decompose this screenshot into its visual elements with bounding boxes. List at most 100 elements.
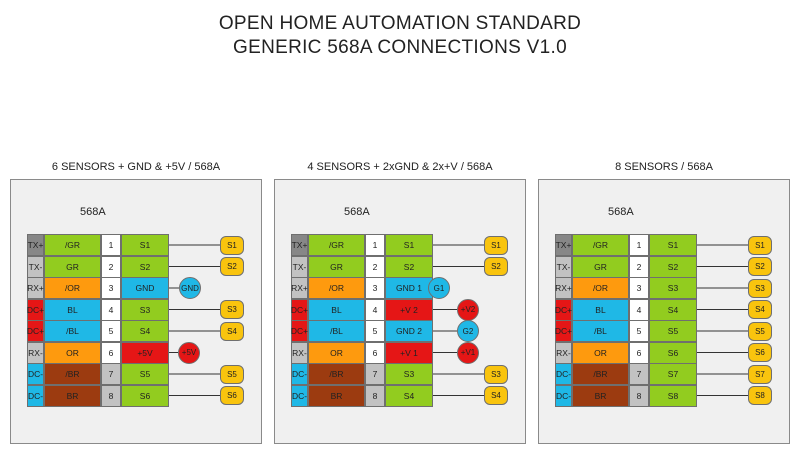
wire-color-cell: BL (44, 298, 101, 321)
wire-color-cell: OR (44, 341, 101, 364)
signal-cell: RX+ (27, 277, 44, 299)
title-line-2: GENERIC 568A CONNECTIONS V1.0 (233, 37, 567, 58)
pin-number-cell: 8 (629, 384, 649, 407)
pin-number-cell: 6 (629, 341, 649, 364)
signal-cell: DC- (27, 384, 44, 407)
page-title: OPEN HOME AUTOMATION STANDARD GENERIC 56… (0, 12, 800, 60)
pin-number-cell: 5 (629, 320, 649, 342)
wire-color-cell: /BR (308, 363, 365, 385)
function-cell: S7 (649, 363, 697, 385)
sensor-terminal-badge: S2 (220, 257, 244, 276)
function-cell: S4 (649, 298, 697, 321)
wire-color-cell: /BR (44, 363, 101, 385)
function-cell: S4 (121, 320, 169, 342)
pin-number-cell: 5 (101, 320, 121, 342)
pin-number-cell: 4 (629, 298, 649, 321)
wire-color-cell: /BL (308, 320, 365, 342)
sensor-terminal-badge: S3 (748, 278, 772, 298)
signal-cell: TX+ (555, 234, 572, 256)
wire-color-cell: /GR (572, 234, 629, 256)
signal-cell: DC+ (291, 298, 308, 321)
function-cell: GND 1 (385, 277, 433, 299)
function-cell: S5 (649, 320, 697, 342)
function-cell: GND (121, 277, 169, 299)
signal-cell: DC+ (555, 320, 572, 342)
wire-color-cell: BR (44, 384, 101, 407)
signal-cell: TX- (27, 255, 44, 278)
sensor-terminal-badge: S2 (484, 257, 508, 276)
pin-number-cell: 1 (101, 234, 121, 256)
signal-cell: DC- (27, 363, 44, 385)
signal-cell: TX+ (27, 234, 44, 256)
signal-cell: DC+ (27, 320, 44, 342)
sensor-terminal-badge: S4 (748, 300, 772, 319)
pin-number-cell: 7 (365, 363, 385, 385)
pin-number-cell: 7 (629, 363, 649, 385)
standard-label: 568A (608, 206, 634, 218)
pin-number-cell: 1 (629, 234, 649, 256)
pin-number-cell: 4 (365, 298, 385, 321)
sensor-terminal-badge: S1 (220, 235, 244, 255)
ground-terminal-badge: G2 (457, 320, 479, 342)
function-cell: S2 (121, 255, 169, 278)
function-cell: S1 (649, 234, 697, 256)
sensor-terminal-badge: S4 (220, 321, 244, 341)
pin-number-cell: 2 (101, 255, 121, 278)
pin-number-cell: 4 (101, 298, 121, 321)
wire-color-cell: BR (308, 384, 365, 407)
pin-number-cell: 7 (101, 363, 121, 385)
sensor-terminal-badge: S7 (748, 364, 772, 384)
power-terminal-badge: +5V (178, 341, 200, 364)
pin-number-cell: 2 (629, 255, 649, 278)
wire-color-cell: /GR (44, 234, 101, 256)
signal-cell: RX- (555, 341, 572, 364)
function-cell: S1 (385, 234, 433, 256)
wire-color-cell: GR (308, 255, 365, 278)
wire-color-cell: OR (572, 341, 629, 364)
wire-color-cell: GR (572, 255, 629, 278)
wire-layer (428, 244, 484, 396)
function-cell: S3 (121, 298, 169, 321)
signal-cell: RX- (291, 341, 308, 364)
function-cell: +V 1 (385, 341, 433, 364)
wire-color-cell: /OR (44, 277, 101, 299)
sensor-terminal-badge: S3 (220, 300, 244, 319)
standard-label: 568A (344, 206, 370, 218)
function-cell: S1 (121, 234, 169, 256)
pin-number-cell: 3 (629, 277, 649, 299)
signal-cell: DC+ (27, 298, 44, 321)
standard-label: 568A (80, 206, 106, 218)
signal-cell: TX- (291, 255, 308, 278)
pin-number-cell: 8 (101, 384, 121, 407)
wire-color-cell: OR (308, 341, 365, 364)
signal-cell: DC- (555, 384, 572, 407)
signal-cell: DC+ (291, 320, 308, 342)
function-cell: S6 (121, 384, 169, 407)
wire-color-cell: BR (572, 384, 629, 407)
sensor-terminal-badge: S5 (748, 321, 772, 341)
signal-cell: TX+ (291, 234, 308, 256)
wire-color-cell: /GR (308, 234, 365, 256)
pin-number-cell: 5 (365, 320, 385, 342)
sensor-terminal-badge: S8 (748, 386, 772, 405)
power-terminal-badge: +V1 (457, 341, 479, 364)
function-cell: S2 (385, 255, 433, 278)
wire-color-cell: GR (44, 255, 101, 278)
wire-color-cell: /OR (308, 277, 365, 299)
wire-color-cell: BL (572, 298, 629, 321)
function-cell: S8 (649, 384, 697, 407)
wire-layer (697, 244, 748, 396)
signal-cell: DC+ (555, 298, 572, 321)
function-cell: S3 (649, 277, 697, 299)
pin-number-cell: 8 (365, 384, 385, 407)
sensor-terminal-badge: S1 (748, 235, 772, 255)
sensor-terminal-badge: S6 (748, 343, 772, 362)
signal-cell: DC- (555, 363, 572, 385)
signal-cell: RX+ (555, 277, 572, 299)
signal-cell: RX+ (291, 277, 308, 299)
pin-number-cell: 1 (365, 234, 385, 256)
panel-title: 6 SENSORS + GND & +5V / 568A (51, 161, 221, 173)
